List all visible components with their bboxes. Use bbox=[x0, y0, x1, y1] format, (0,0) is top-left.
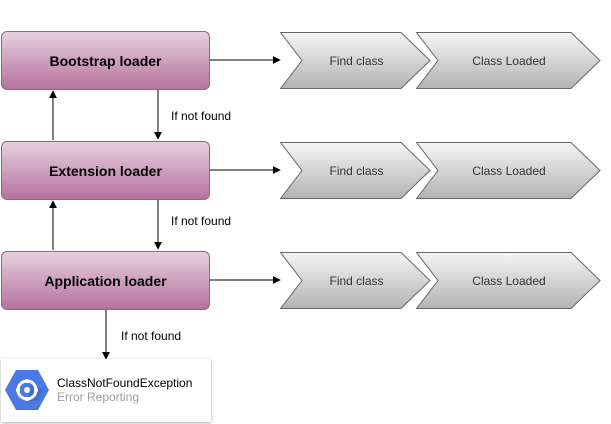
find-class-label: Find class bbox=[329, 273, 384, 288]
class-loaded-step-bootstrap: Class Loaded bbox=[416, 32, 602, 89]
edge-label-bootstrap-not-found: If not found bbox=[171, 109, 232, 123]
extension-loader-label: Extension loader bbox=[49, 162, 162, 179]
find-class-label: Find class bbox=[329, 163, 384, 178]
chevron-shape bbox=[416, 142, 601, 199]
extension-loader: Extension loader bbox=[1, 141, 210, 200]
class-loaded-step-extension: Class Loaded bbox=[416, 142, 602, 199]
class-loaded-label: Class Loaded bbox=[472, 53, 546, 68]
chevron-shape bbox=[280, 142, 431, 199]
bootstrap-loader-label: Bootstrap loader bbox=[49, 52, 162, 69]
chevron-shape bbox=[416, 32, 601, 89]
class-loaded-step-application: Class Loaded bbox=[416, 252, 602, 309]
class-not-found-error-card: ClassNotFoundException Error Reporting bbox=[1, 359, 211, 422]
bootstrap-loader: Bootstrap loader bbox=[1, 31, 210, 90]
error-reporting-icon bbox=[5, 370, 49, 410]
find-class-label: Find class bbox=[329, 53, 384, 68]
class-loaded-label: Class Loaded bbox=[472, 273, 546, 288]
find-class-step-bootstrap: Find class bbox=[280, 32, 433, 89]
find-class-step-application: Find class bbox=[280, 252, 433, 309]
edge-label-extension-not-found: If not found bbox=[171, 214, 232, 228]
class-loaded-label: Class Loaded bbox=[472, 163, 546, 178]
chevron-shape bbox=[280, 32, 431, 89]
find-class-step-extension: Find class bbox=[280, 142, 433, 199]
error-card-subtitle: Error Reporting bbox=[57, 390, 140, 404]
application-loader-label: Application loader bbox=[44, 272, 167, 289]
application-loader: Application loader bbox=[1, 251, 210, 310]
chevron-shape bbox=[280, 252, 431, 309]
error-card-title: ClassNotFoundException bbox=[57, 376, 193, 390]
edge-label-application-not-found: If not found bbox=[121, 329, 182, 343]
chevron-shape bbox=[416, 252, 601, 309]
